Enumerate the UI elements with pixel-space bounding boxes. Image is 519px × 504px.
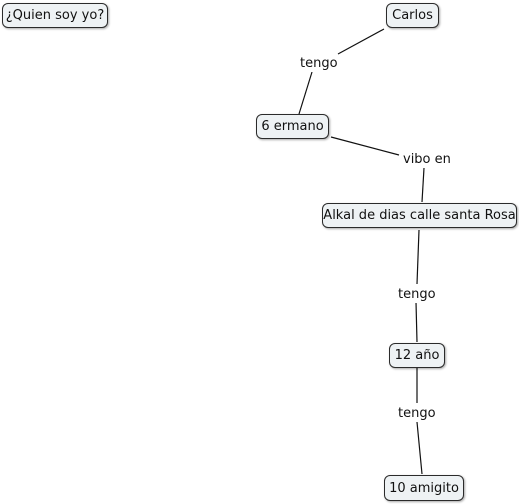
link-label-carlos-ermano: tengo [298,55,340,72]
title-node-label: ¿Quien soy yo? [5,8,105,23]
node-amigito-label: 10 amigito [389,480,459,496]
node-ermano[interactable]: 6 ermano [256,114,329,139]
link-label-edad-amigito: tengo [396,405,438,422]
connector-label-to-amigito [416,421,423,475]
node-alkal-label: Alkal de dias calle santa Rosa [323,208,516,223]
connector-label-to-alkal [421,167,425,203]
connector-label-to-edad [415,301,418,343]
connector-carlos-to-label [337,28,385,55]
connector-alkal-to-label [416,229,420,285]
node-carlos[interactable]: Carlos [386,3,439,28]
node-edad-label: 12 año [394,348,440,363]
node-alkal[interactable]: Alkal de dias calle santa Rosa [322,203,517,228]
node-edad[interactable]: 12 año [389,343,445,368]
connector-label-to-ermano [298,71,313,115]
node-carlos-label: Carlos [392,8,433,23]
link-label-ermano-alkal: vibo en [401,151,453,168]
node-ermano-label: 6 ermano [261,119,324,134]
title-node[interactable]: ¿Quien soy yo? [2,3,108,28]
connector-ermano-to-label [330,136,400,156]
node-amigito[interactable]: 10 amigito [384,475,464,501]
link-label-alkal-edad: tengo [396,286,438,303]
